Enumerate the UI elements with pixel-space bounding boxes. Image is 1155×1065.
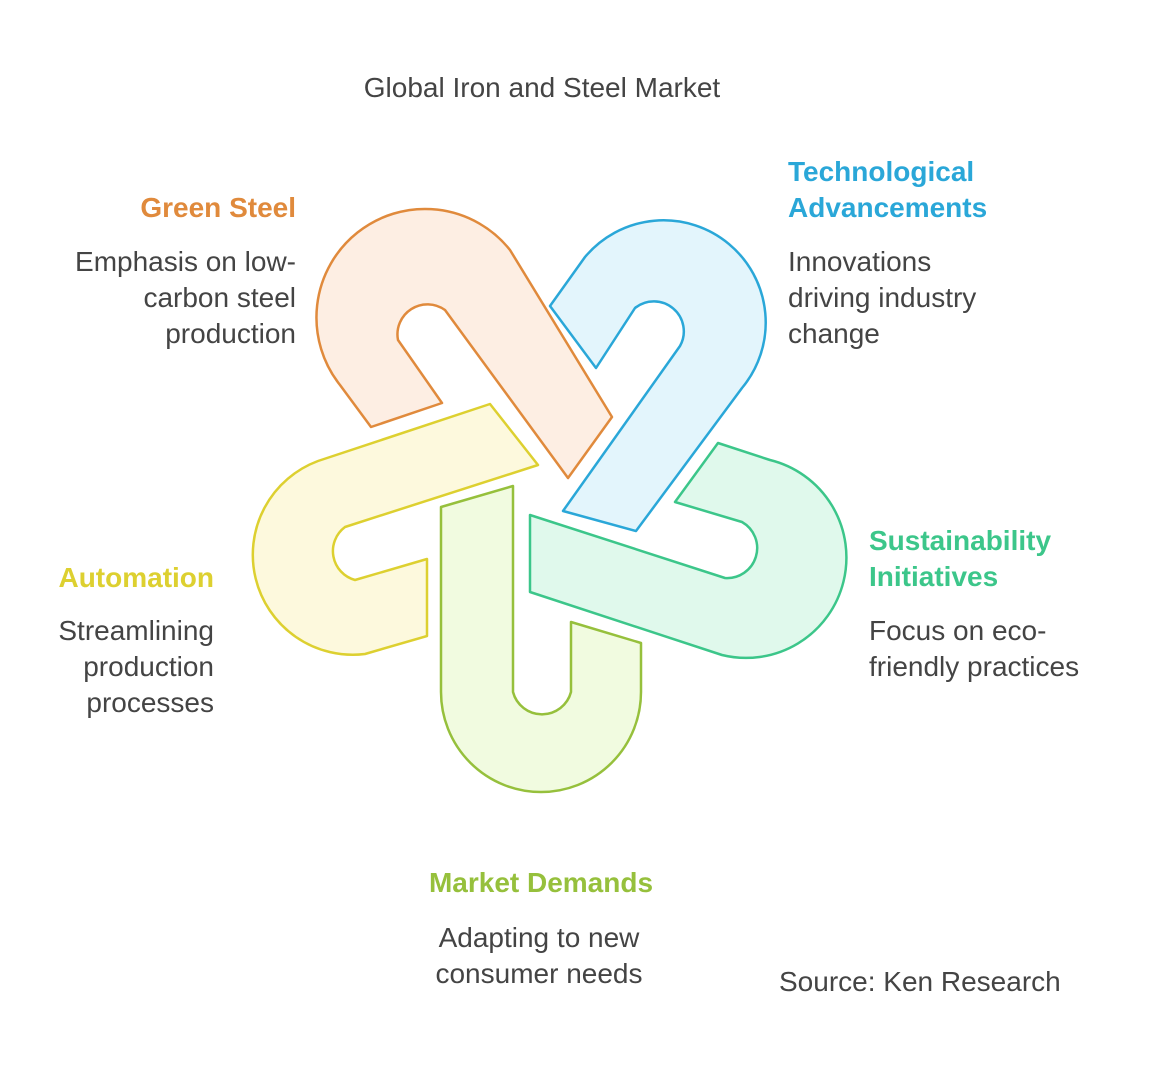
diagram-title: Global Iron and Steel Market [363,72,721,103]
market-demands-loop-shape [439,484,643,794]
automation-desc-line-1: Streamlining [58,615,214,646]
market-demands-desc-line-2: consumer needs [435,958,643,989]
green-steel-desc-line-2: carbon steel [143,282,296,313]
sustainability-initiatives-heading: Sustainability Initiatives [869,523,1051,595]
technological-advancements-desc-line-3: change [788,318,880,349]
technological-advancements-desc-line-1: Innovations [788,246,932,277]
technological-advancements-description: Innovations driving industry change [788,244,976,352]
automation-loop-shape [251,402,540,656]
green-steel-description: Emphasis on low- carbon steel production [0,244,296,352]
technological-advancements-heading: Technological Advancements [788,154,987,226]
source-credit: Source: Ken Research [779,966,1061,997]
technological-advancements-desc-line-2: driving industry [788,282,977,313]
market-demands-description: Adapting to new consumer needs [339,920,739,992]
sustainability-initiatives-description: Focus on eco- friendly practices [869,613,1079,685]
automation-desc-line-3: processes [86,687,214,718]
technological-advancements-loop-shape [548,219,767,533]
automation-desc-line-2: production [83,651,214,682]
automation-description: Streamlining production processes [0,613,214,721]
green-steel-loop-shape [315,207,614,480]
automation-heading-line-1: Automation [58,562,214,593]
automation-heading: Automation [0,560,214,596]
sustainability-initiatives-desc-line-1: Focus on eco- [869,615,1047,646]
sustainability-initiatives-heading-line-2: Initiatives [869,561,999,592]
green-steel-desc-line-3: production [165,318,296,349]
green-steel-heading-line-1: Green Steel [140,192,296,223]
market-demands-heading: Market Demands [341,865,741,901]
technological-advancements-heading-line-1: Technological [788,156,975,187]
green-steel-heading: Green Steel [0,190,296,226]
sustainability-loop-shape [528,441,848,660]
sustainability-initiatives-desc-line-2: friendly practices [869,651,1080,682]
technological-advancements-heading-line-2: Advancements [788,192,988,223]
market-demands-desc-line-1: Adapting to new [438,922,640,953]
sustainability-initiatives-heading-line-1: Sustainability [869,525,1052,556]
market-demands-heading-line-1: Market Demands [428,867,654,898]
green-steel-desc-line-1: Emphasis on low- [75,246,296,277]
